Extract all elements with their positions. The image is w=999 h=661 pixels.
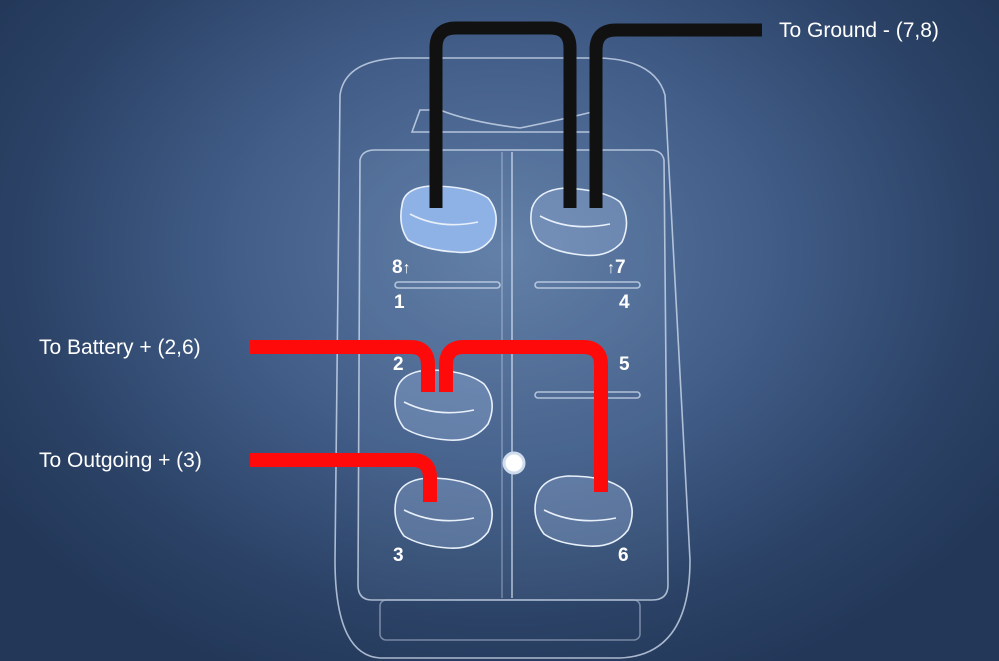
terminal-4-label: 4: [619, 292, 630, 313]
battery-wire-terminal-2: [250, 340, 435, 392]
outgoing-label: To Outgoing + (3): [39, 449, 202, 472]
hot-wires: [250, 340, 608, 502]
screw-terminal-7: [530, 187, 628, 257]
ground-wire-terminal-7: [589, 23, 762, 208]
battery-wire-terminal-6: [439, 340, 608, 492]
terminal-7-label: ↑7: [607, 257, 626, 278]
ground-wires: [429, 21, 762, 208]
battery-label: To Battery + (2,6): [39, 336, 201, 359]
terminal-2-label: 2: [393, 354, 404, 375]
terminal-6-label: 6: [618, 545, 629, 566]
screw-terminal-8: [400, 185, 497, 254]
up-arrow-icon: ↑: [607, 260, 615, 277]
terminal-3-label: 3: [393, 545, 404, 566]
terminal-8-label: 8↑: [392, 257, 411, 278]
up-arrow-icon: ↑: [402, 260, 411, 277]
terminal-1-label: 1: [394, 292, 405, 313]
ground-wire-terminal-8: [429, 21, 577, 208]
center-indicator-light: [502, 451, 526, 475]
terminal-5-label: 5: [619, 354, 630, 375]
screw-terminal-3: [394, 477, 493, 549]
ground-label: To Ground - (7,8): [779, 19, 939, 42]
outgoing-wire-terminal-3: [250, 453, 437, 502]
switch-housing: [334, 57, 691, 659]
screw-terminal-6: [534, 475, 633, 547]
